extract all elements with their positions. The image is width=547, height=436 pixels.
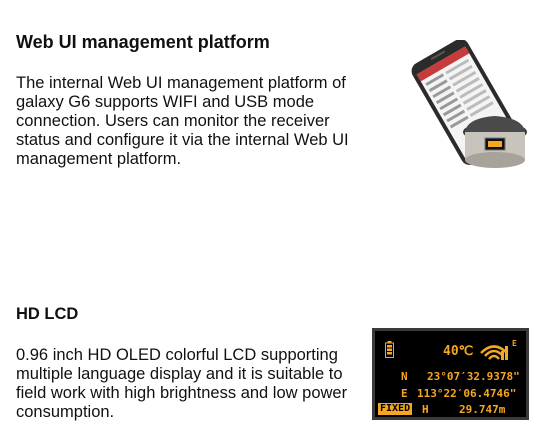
phone-and-receiver-image (411, 40, 527, 168)
lcd-height-label: H (422, 403, 429, 416)
webui-section-title: Web UI management platform (16, 32, 270, 52)
lcd-temperature: 40℃ (443, 344, 474, 359)
webui-section-body: The internal Web UI management platform … (16, 74, 349, 168)
lcd-height-value: 29.747m (459, 403, 506, 416)
lcd-fix-status: FIXED (378, 403, 413, 415)
lcd-section-title: HD LCD (16, 305, 79, 323)
battery-icon (385, 341, 394, 358)
lcd-east-label: E (401, 387, 408, 400)
lcd-north-label: N (401, 370, 408, 383)
lcd-indicator: E (512, 339, 517, 348)
lcd-section-body: 0.96 inch HD OLED colorful LCD supportin… (16, 346, 348, 421)
wifi-icon (480, 345, 508, 360)
lcd-north-value: 23°07′32.9378" (427, 370, 520, 383)
lcd-east-value: 113°22′06.4746" (417, 387, 517, 400)
lcd-display: 40℃ E N 23°07′32.9378" E 113°22′06.4746"… (372, 328, 529, 420)
gnss-receiver-icon (463, 116, 527, 168)
